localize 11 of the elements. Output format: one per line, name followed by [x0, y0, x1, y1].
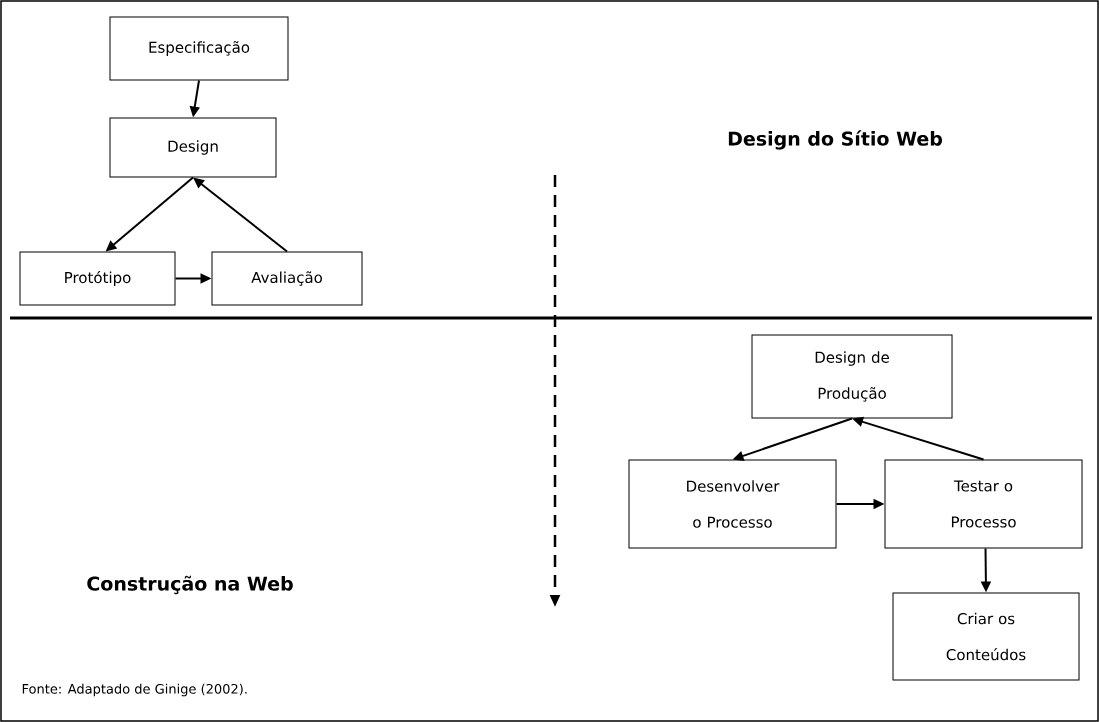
process-box: Especificação: [109, 16, 289, 81]
process-box: Desenvolver o Processo: [628, 459, 837, 549]
process-box: Testar o Processo: [884, 459, 1083, 549]
section-heading: Design do Sítio Web: [728, 130, 942, 150]
process-box: Protótipo: [19, 251, 176, 306]
process-box: Design: [109, 117, 277, 178]
process-box: Design de Produção: [751, 334, 953, 419]
section-heading: Construção na Web: [87, 575, 293, 595]
process-box: Criar os Conteúdos: [892, 592, 1080, 681]
process-box: Avaliação: [211, 251, 363, 306]
caption: Fonte: Adaptado de Ginige (2002).: [22, 683, 247, 697]
